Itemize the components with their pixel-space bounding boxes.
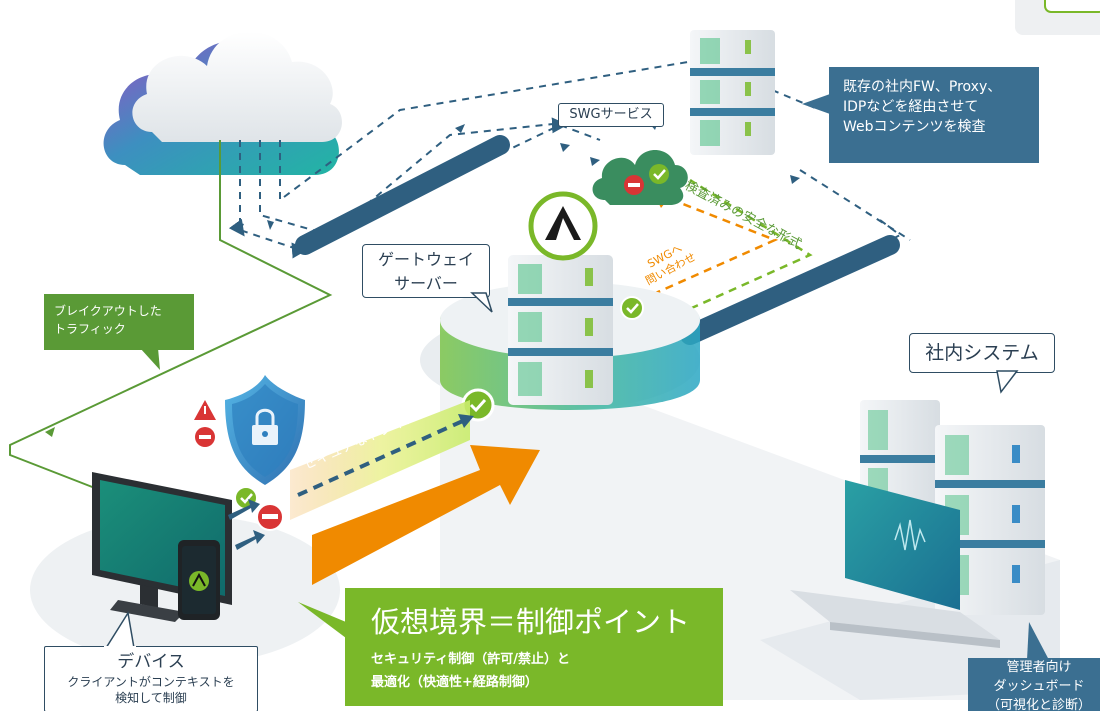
dashboard-line1: 管理者向け [1006, 660, 1072, 675]
inspection-lines [639, 178, 813, 322]
device-callout: デバイス クライアントがコンテキストを 検知して制御 [44, 646, 258, 711]
dashboard-line3: （可視化と診断） [986, 698, 1091, 711]
breakout-callout: ブレイクアウトした トラフィック [44, 294, 194, 350]
breakout-arrow [45, 427, 55, 437]
control-line1: セキュリティ制御（許可/禁止）と [371, 652, 570, 667]
corner-fragment [1015, 0, 1100, 35]
cloud-icon [103, 31, 342, 176]
device-callout-pointer [104, 610, 136, 650]
boundary-callout-pointer [298, 602, 346, 638]
virtual-boundary-title: 仮想境界＝制御ポイント [371, 605, 691, 639]
gateway-line1: ゲートウェイ [377, 250, 474, 269]
gateway-server-callout: ゲートウェイ サーバー [362, 244, 490, 298]
device-arrows [228, 499, 265, 550]
gateway-callout-pointer [470, 292, 493, 313]
internal-system-text: 社内システム [925, 342, 1039, 364]
control-line2: 最適化（快適性+経路制御） [371, 675, 538, 690]
existing-note-line1: 既存の社内FW、Proxy、 [843, 79, 1002, 95]
existing-note-line3: Webコンテンツを検査 [843, 119, 986, 135]
device-desc-line2: 検知して制御 [115, 691, 187, 705]
gateway-server-icon [508, 255, 613, 405]
smartphone-icon [178, 540, 220, 620]
device-desc-line1: クライアントがコンテキストを [67, 675, 235, 689]
admin-dashboard-callout: 管理者向け ダッシュボード （可視化と診断） [968, 658, 1100, 711]
existing-infra-callout: 既存の社内FW、Proxy、 IDPなどを経由させて Webコンテンツを検査 [829, 67, 1039, 163]
swg-service-text: SWGサービス [569, 107, 653, 122]
shield-lock-icon [225, 375, 305, 485]
virtual-boundary-callout: 仮想境界＝制御ポイント セキュリティ制御（許可/禁止）と 最適化（快適性+経路制… [345, 588, 723, 706]
secure-tunnel [290, 400, 474, 520]
tunnel-tubes [295, 135, 900, 345]
dashboard-line2: ダッシュボード [993, 679, 1085, 694]
breakout-traffic-line [9, 140, 333, 491]
breakout-line1: ブレイクアウトした [54, 304, 162, 318]
existing-callout-pointer [802, 94, 830, 114]
admin-laptop-icon [790, 480, 1000, 648]
internal-callout-pointer [996, 370, 1019, 394]
dashboard-callout-pointer [1027, 622, 1049, 660]
breakout-callout-pointer [140, 348, 160, 370]
blocked-icons [194, 400, 284, 531]
existing-note-line2: IDPなどを経由させて [843, 99, 979, 115]
proxy-server-icon [690, 30, 775, 155]
device-title: デバイス [117, 652, 185, 672]
internal-system-callout: 社内システム [909, 333, 1055, 373]
logo-icon [528, 191, 598, 261]
swg-service-label: SWGサービス [558, 103, 664, 127]
inspected-safe-label: 検査済みの安全な形式 [682, 177, 804, 252]
breakout-line2: トラフィック [54, 322, 126, 336]
swg-cloud-icon [592, 150, 688, 205]
orange-flow-arrow [312, 445, 540, 585]
gateway-line2: サーバー [394, 274, 458, 293]
